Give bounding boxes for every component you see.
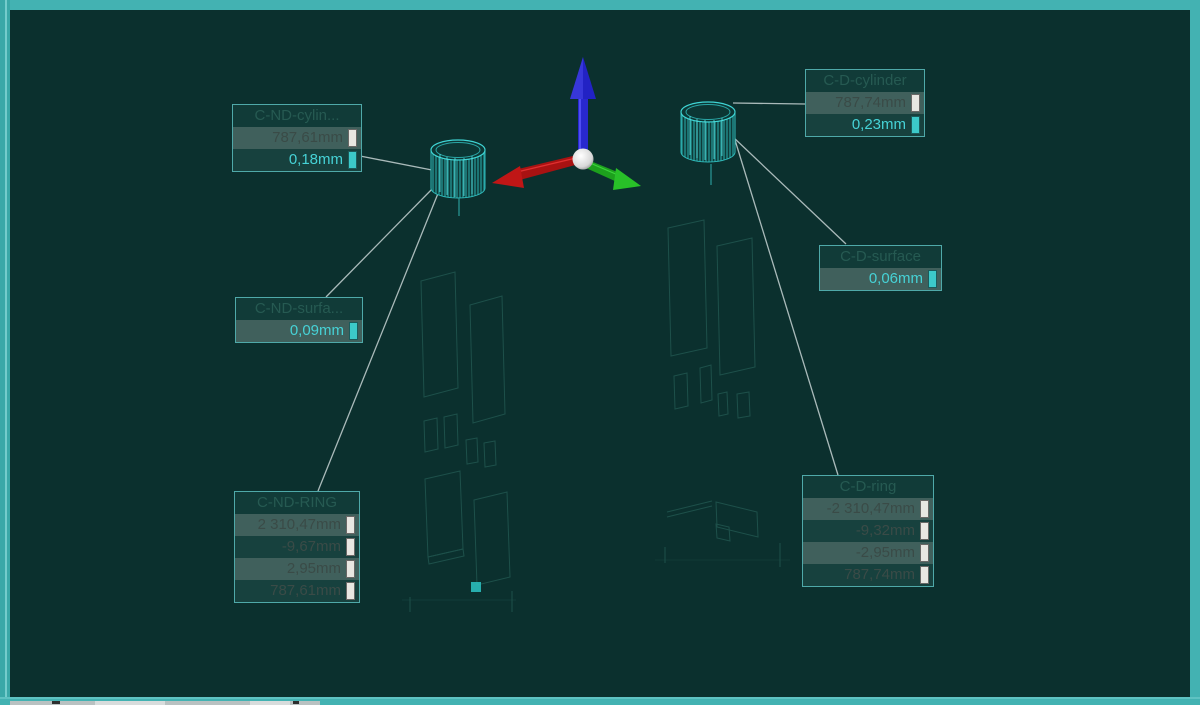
annotation-value-row: 787,61mm bbox=[235, 580, 359, 602]
annotation-value-row: 787,61mm bbox=[233, 127, 361, 149]
color-swatch bbox=[911, 94, 920, 112]
annotation-value-row: 2 310,47mm bbox=[235, 514, 359, 536]
annotation-value-row: 0,06mm bbox=[820, 268, 941, 290]
color-swatch bbox=[911, 116, 920, 134]
annotation-nd-surface[interactable]: C-ND-surfa... 0,09mm bbox=[235, 297, 363, 343]
color-swatch bbox=[920, 500, 929, 518]
color-swatch bbox=[920, 522, 929, 540]
annotation-value-row: 787,74mm bbox=[803, 564, 933, 586]
annotation-d-surface[interactable]: C-D-surface 0,06mm bbox=[819, 245, 942, 291]
leader-lines bbox=[317, 102, 847, 492]
value-text: 0,23mm bbox=[851, 116, 906, 133]
color-swatch bbox=[348, 151, 357, 169]
origin-sphere bbox=[572, 148, 594, 170]
annotation-value-row: 0,18mm bbox=[233, 149, 361, 171]
axis-y-green-arrow bbox=[586, 160, 641, 190]
window-frame-left bbox=[0, 0, 10, 705]
annotation-title: C-ND-cylin... bbox=[233, 105, 361, 127]
annotation-value-row: -2 310,47mm bbox=[803, 498, 933, 520]
window-frame-top bbox=[0, 0, 1200, 10]
annotation-value-row: -9,67mm bbox=[235, 536, 359, 558]
value-text: -9,67mm bbox=[281, 538, 341, 555]
bottom-strip bbox=[10, 701, 320, 705]
color-swatch bbox=[346, 560, 355, 578]
annotation-title: C-D-cylinder bbox=[806, 70, 924, 92]
selected-point-marker bbox=[471, 582, 481, 592]
annotation-value-row: 2,95mm bbox=[235, 558, 359, 580]
annotation-value-row: -2,95mm bbox=[803, 542, 933, 564]
annotation-nd-cylinder[interactable]: C-ND-cylin... 787,61mm 0,18mm bbox=[232, 104, 362, 172]
annotation-title: C-D-ring bbox=[803, 476, 933, 498]
annotation-value-row: -9,32mm bbox=[803, 520, 933, 542]
value-text: -2,95mm bbox=[855, 544, 915, 561]
color-swatch bbox=[346, 582, 355, 600]
axis-x-red-arrow bbox=[492, 155, 579, 188]
color-swatch bbox=[920, 566, 929, 584]
color-swatch bbox=[928, 270, 937, 288]
value-text: 0,09mm bbox=[289, 322, 344, 339]
value-text: 787,74mm bbox=[844, 566, 915, 583]
color-swatch bbox=[920, 544, 929, 562]
color-swatch bbox=[346, 516, 355, 534]
annotation-value-row: 0,09mm bbox=[236, 320, 362, 342]
cylinder-d-wireframe[interactable] bbox=[680, 101, 736, 185]
window-frame-bottom bbox=[0, 697, 1200, 705]
value-text: -2 310,47mm bbox=[826, 500, 915, 517]
color-swatch bbox=[348, 129, 357, 147]
annotation-nd-ring[interactable]: C-ND-RING 2 310,47mm -9,67mm 2,95mm 787,… bbox=[234, 491, 360, 603]
value-text: 787,74mm bbox=[835, 94, 906, 111]
value-text: 0,06mm bbox=[868, 270, 923, 287]
annotation-d-ring[interactable]: C-D-ring -2 310,47mm -9,32mm -2,95mm 787… bbox=[802, 475, 934, 587]
value-text: -9,32mm bbox=[855, 522, 915, 539]
window-frame-right bbox=[1190, 0, 1200, 705]
color-swatch bbox=[346, 538, 355, 556]
annotation-d-cylinder[interactable]: C-D-cylinder 787,74mm 0,23mm bbox=[805, 69, 925, 137]
value-text: 0,18mm bbox=[288, 151, 343, 168]
value-text: 787,61mm bbox=[272, 129, 343, 146]
mesh-geometry-left[interactable] bbox=[402, 271, 516, 612]
axis-gizmo[interactable] bbox=[492, 57, 641, 190]
annotation-title: C-ND-RING bbox=[235, 492, 359, 514]
annotation-title: C-D-surface bbox=[820, 246, 941, 268]
value-text: 787,61mm bbox=[270, 582, 341, 599]
viewport-3d[interactable] bbox=[10, 10, 1190, 697]
value-text: 2 310,47mm bbox=[257, 516, 341, 533]
mesh-geometry-right[interactable] bbox=[655, 219, 790, 567]
annotation-title: C-ND-surfa... bbox=[236, 298, 362, 320]
annotation-value-row: 0,23mm bbox=[806, 114, 924, 136]
value-text: 2,95mm bbox=[286, 560, 341, 577]
cylinder-nd-wireframe[interactable] bbox=[430, 139, 486, 216]
color-swatch bbox=[349, 322, 358, 340]
axis-z-blue-arrow bbox=[570, 57, 596, 154]
annotation-value-row: 787,74mm bbox=[806, 92, 924, 114]
